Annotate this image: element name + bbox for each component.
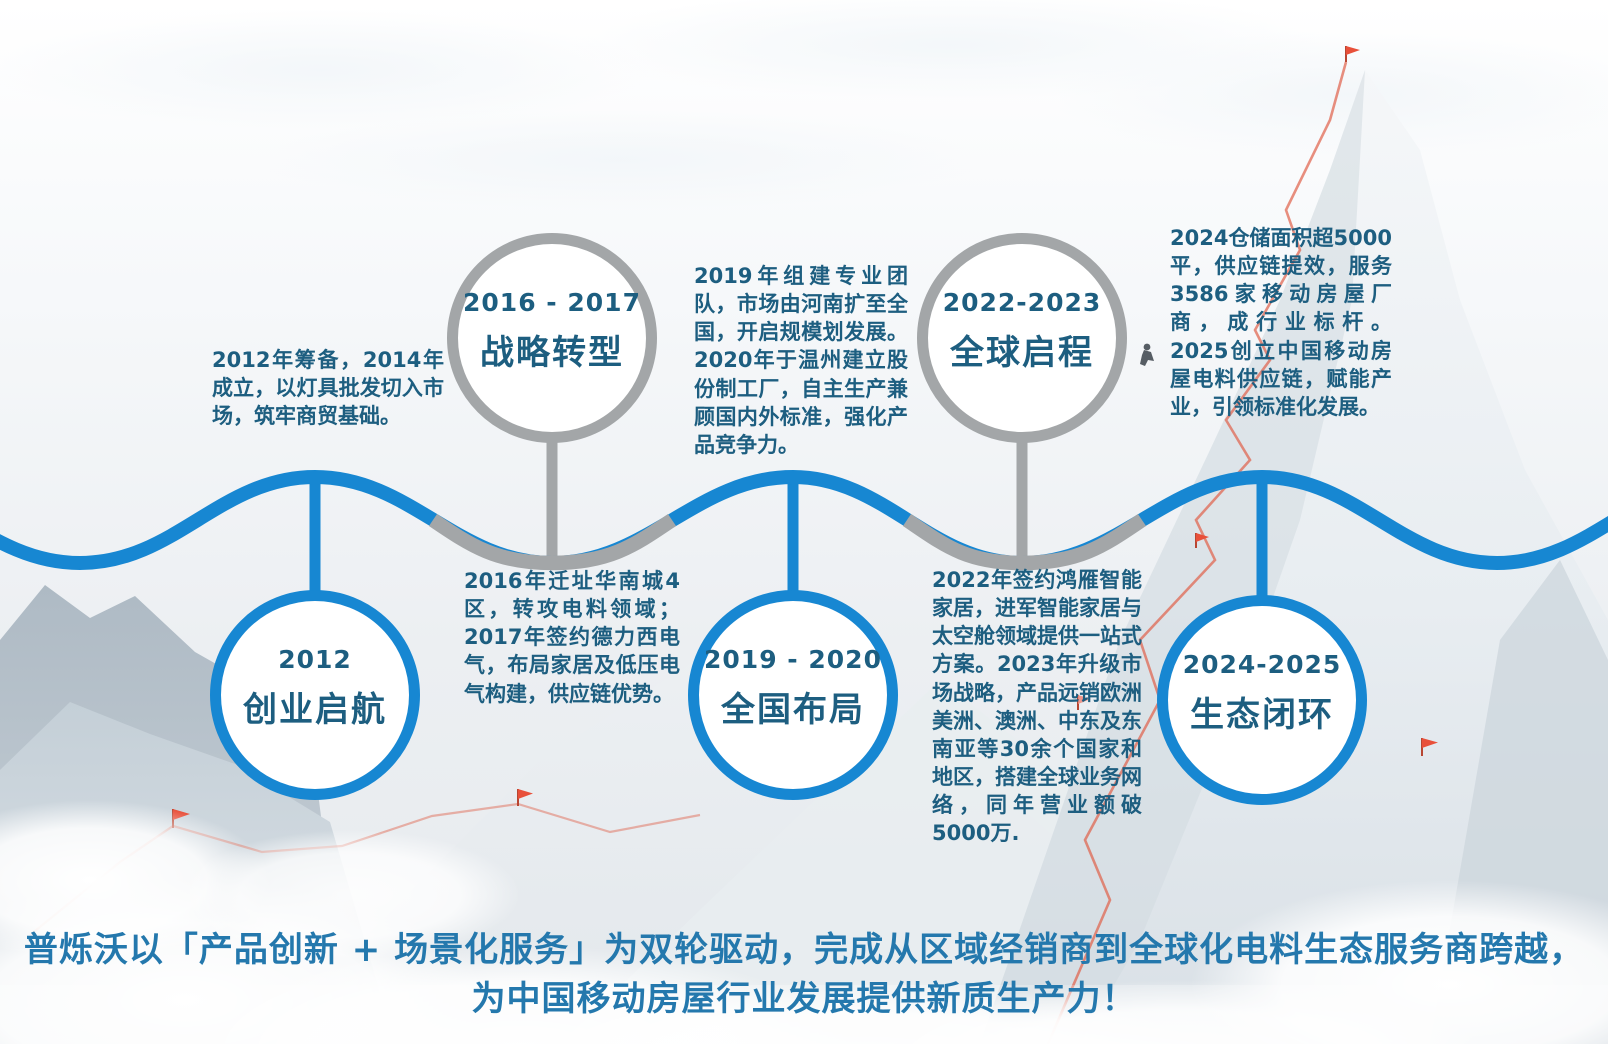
milestone-description-2022-2023: 2022年签约鸿雁智能家居，进军智能家居与太空舱领域提供一站式方案。2023年升… [932,568,1142,846]
trail-flag-icon [1421,738,1438,756]
summit-flag-icon [1345,46,1360,62]
cloud [180,830,520,960]
milestone-period: 2024-2025 [1182,650,1342,679]
summary-line-2: 为中国移动房屋行业发展提供新质生产力！ [471,978,1137,1019]
milestone-title: 生态闭环 [1190,695,1334,735]
summary-line-1: 普烁沃以「产品创新 + 场景化服务」为双轮驱动，完成从区域经销商到全球化电料生态… [23,930,1585,970]
milestone-description-2016-2017: 2016年迁址华南城4区，转攻电料领域；2017年签约德力西电气，布局家居及低压… [464,569,680,706]
sky-cloud-streak [0,10,650,130]
mountain-right-shading [980,70,1365,1044]
milestone-period: 2012 [278,645,352,674]
climber-figure [1140,343,1154,366]
timeline-wave-gray-segment [428,513,677,571]
milestone-node-2012: 2012 创业启航 [210,590,420,800]
milestone-node-2016-2017: 2016 - 2017 战略转型 [447,233,657,443]
milestone-title: 全国布局 [721,690,865,730]
timeline-wave-blue [0,469,1608,571]
milestone-period: 2016 - 2017 [463,288,641,317]
milestone-description-2024-2025: 2024仓储面积超5000平，供应链提效，服务3586家移动房屋厂商，成行业标杆… [1170,226,1392,419]
summary-banner: 普烁沃以「产品创新 + 场景化服务」为双轮驱动，完成从区域经销商到全球化电料生态… [0,926,1608,1024]
milestone-node-2019-2020: 2019 - 2020 全国布局 [688,590,898,800]
trail-flag-icon [517,789,533,806]
milestone-title: 战略转型 [480,333,624,373]
milestone-period: 2019 - 2020 [704,645,882,674]
milestone-node-2024-2025: 2024-2025 生态闭环 [1157,595,1367,805]
milestone-description-2019-2020: 2019年组建专业团队，市场由河南扩至全国，开启规模划发展。2020年于温州建立… [694,264,908,457]
sky-cloud-streak [1050,30,1608,160]
summit-trail-path [1046,61,1348,1044]
cloud [1190,880,1608,1044]
fog-band [0,985,1608,1044]
timeline-wave-gray-segment [902,513,1147,571]
sky-cloud-streak [260,110,980,210]
trail-flag-icon [1195,533,1209,548]
milestone-period: 2022-2023 [942,288,1102,317]
milestone-title: 全球启程 [950,333,1094,373]
trail-flag-icon [1077,695,1091,710]
milestone-title: 创业启航 [243,690,387,730]
milestone-description-2012: 2012年筹备，2014年成立，以灯具批发切入市场，筑牢商贸基础。 [212,348,444,429]
milestone-node-2022-2023: 2022-2023 全球启程 [917,233,1127,443]
